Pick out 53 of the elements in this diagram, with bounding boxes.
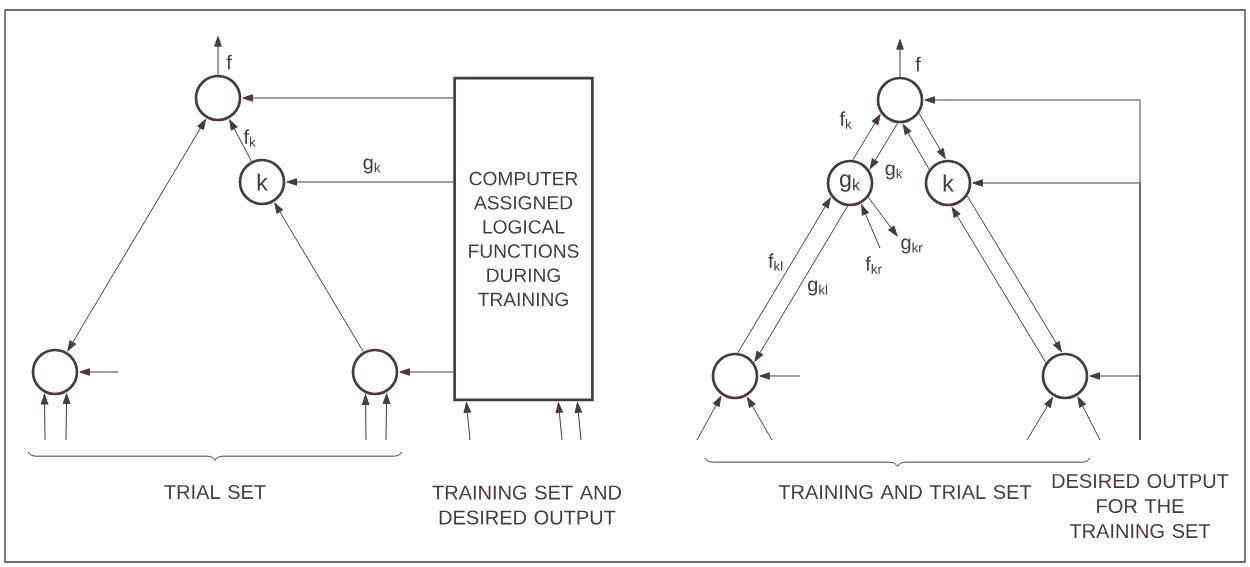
edge-label: g$_{k}$: [363, 158, 381, 174]
arrow: [242, 94, 454, 102]
node-circle: [194, 74, 242, 122]
arrow: [966, 195, 1062, 352]
arrow: [1089, 372, 1141, 441]
edge-label: f: [226, 54, 232, 70]
caption-label: TRAINING SET AND DESIRED OUTPUT: [432, 485, 622, 525]
arrow: [214, 36, 222, 76]
arrow: [463, 402, 472, 441]
node-circle: [1041, 352, 1089, 400]
arrow: [40, 393, 49, 441]
arrow: [555, 402, 564, 441]
edge-label: f$_{kr}$: [865, 256, 882, 274]
edge-label: g$_{kl}$: [808, 280, 828, 296]
arrow: [79, 368, 119, 376]
arrow: [62, 393, 71, 441]
arrow: [869, 122, 899, 170]
process-box: COMPUTER ASSIGNED LOGICAL FUNCTIONS DURING TRAINING: [453, 76, 594, 402]
node-circle: [711, 352, 759, 400]
arrow: [67, 119, 206, 352]
arrow: [951, 206, 1047, 364]
edge-label: f$_{k}$: [243, 129, 256, 147]
caption-label: DESIRED OUTPUT FOR THE TRAINING SET: [1052, 473, 1229, 539]
arrow: [852, 114, 881, 161]
arrow: [759, 372, 801, 380]
arrow: [274, 202, 364, 353]
arrow: [1026, 397, 1053, 441]
arrow: [574, 402, 583, 441]
arrow: [382, 393, 391, 441]
arrow: [696, 396, 722, 441]
arrow: [902, 124, 930, 170]
edge-label: g$_{k}$: [885, 164, 903, 180]
node-circle: [876, 76, 924, 124]
caption-label: TRAINING AND TRIAL SET: [778, 484, 1032, 500]
arrow: [737, 197, 831, 354]
node-circle: [351, 348, 399, 396]
arrow: [746, 397, 773, 441]
node-circle: [31, 348, 79, 396]
arrow: [399, 368, 454, 376]
arrow: [229, 119, 252, 162]
edge-label: f$_{kl}$: [768, 253, 783, 271]
arrow: [896, 39, 904, 78]
arrow: [754, 205, 849, 362]
arrow: [286, 178, 454, 186]
edge-label: f: [915, 56, 921, 72]
arrow: [918, 112, 946, 159]
edge-label: g$_{kr}$: [901, 238, 923, 254]
caption-label: TRIAL SET: [164, 484, 266, 500]
arrow: [867, 196, 898, 237]
arrow: [1077, 396, 1101, 441]
edge-label: f$_{k}$: [839, 111, 852, 129]
arrow: [361, 394, 370, 441]
arrow: [861, 204, 881, 249]
